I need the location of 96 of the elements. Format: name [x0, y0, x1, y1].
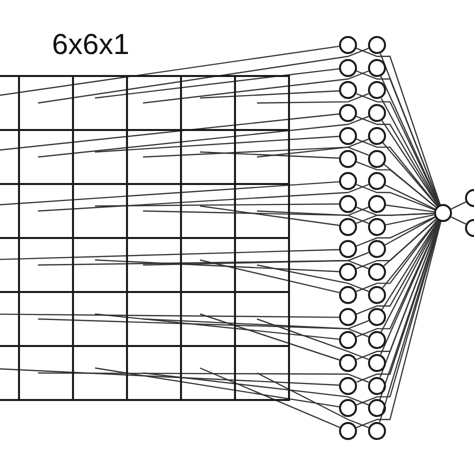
neuron-circle	[368, 399, 386, 418]
connection-line	[38, 372, 369, 383]
connection-line	[384, 216, 436, 246]
neuron-circle	[368, 172, 386, 190]
neuron-circle	[368, 240, 386, 258]
connection-line	[0, 113, 340, 153]
connection-line	[386, 214, 434, 226]
neuron-circle	[339, 104, 357, 122]
neuron-circle	[368, 150, 386, 168]
neuron-circle	[368, 126, 386, 145]
connection-line	[142, 70, 369, 104]
connection-line	[142, 372, 369, 406]
neuron-circle	[368, 308, 386, 326]
connection-line	[256, 264, 369, 292]
neuron-circle	[368, 36, 386, 54]
connection-line	[0, 181, 340, 207]
connection-line	[0, 249, 340, 261]
connection-line	[200, 367, 340, 428]
connection-line	[200, 151, 340, 159]
neuron-circle	[339, 331, 357, 350]
connection-line	[386, 204, 434, 212]
connection-line	[142, 206, 369, 216]
connection-line	[200, 313, 340, 361]
neuron-circle	[339, 286, 357, 304]
connection-line	[356, 184, 435, 210]
neuron-circle	[339, 354, 357, 372]
connection-line	[450, 201, 466, 210]
connection-line	[94, 136, 340, 153]
connection-line	[38, 116, 369, 158]
neuron-circle	[368, 194, 386, 213]
connection-line	[450, 216, 466, 225]
neuron-circle	[368, 354, 386, 372]
connection-line	[356, 220, 438, 292]
connection-line	[38, 252, 369, 266]
connection-line	[382, 142, 438, 207]
neuron-circle	[339, 36, 357, 54]
neuron-circle	[368, 331, 386, 350]
connection-line	[94, 259, 340, 272]
neuron-circle	[339, 240, 357, 258]
connection-line	[0, 46, 340, 99]
neuron-circle	[368, 422, 386, 440]
connection-line	[94, 68, 340, 99]
input-grid	[0, 75, 290, 401]
connection-line	[94, 367, 340, 408]
connection-line	[38, 184, 369, 212]
connection-line	[200, 259, 340, 294]
neuron-circle	[339, 422, 357, 440]
connection-line	[256, 210, 369, 224]
neuron-circle	[339, 376, 357, 394]
connection-line	[381, 220, 439, 310]
neuron-circle	[368, 81, 386, 100]
neuron-circle	[339, 263, 357, 281]
neuron-circle	[368, 104, 386, 122]
connection-line	[356, 212, 434, 224]
connection-line	[200, 205, 340, 226]
neuron-circle	[339, 308, 357, 326]
connection-line	[356, 116, 439, 206]
connection-line	[38, 318, 369, 330]
connection-line	[380, 220, 440, 332]
neuron-circle	[339, 218, 357, 236]
connection-line	[384, 164, 436, 208]
neuron-circle	[339, 81, 357, 100]
layer-size-label: 6x6x1	[52, 31, 130, 60]
connection-line	[356, 216, 436, 247]
neuron-circle	[368, 263, 386, 281]
neuron-circle	[339, 399, 357, 418]
connection-line	[380, 98, 440, 206]
connection-line	[94, 313, 340, 340]
connection-line	[142, 260, 369, 270]
neuron-circle	[368, 58, 386, 77]
connection-line	[256, 318, 369, 360]
neuron-circle	[368, 376, 386, 394]
connection-line	[356, 161, 436, 208]
neuron-circle	[339, 194, 357, 213]
connection-line	[383, 218, 437, 266]
connection-line	[200, 90, 340, 99]
neuron-circle	[339, 150, 357, 168]
connection-line	[0, 367, 340, 386]
neuron-circle	[368, 218, 386, 236]
hidden-neuron-circle	[434, 204, 452, 222]
connection-line	[384, 184, 436, 210]
neuron-circle	[339, 126, 357, 145]
connection-line	[257, 93, 369, 104]
connection-line	[142, 138, 369, 158]
neuron-circle	[339, 172, 357, 190]
connection-line	[142, 318, 369, 338]
connection-line	[95, 203, 339, 207]
neuron-circle	[368, 286, 386, 304]
connection-line	[382, 220, 438, 288]
connection-line	[0, 313, 339, 318]
connection-line	[356, 138, 438, 206]
connection-line	[256, 372, 369, 428]
connection-line	[256, 146, 369, 158]
neuron-circle	[339, 58, 357, 77]
connection-line	[382, 120, 438, 206]
connection-line	[38, 48, 369, 104]
